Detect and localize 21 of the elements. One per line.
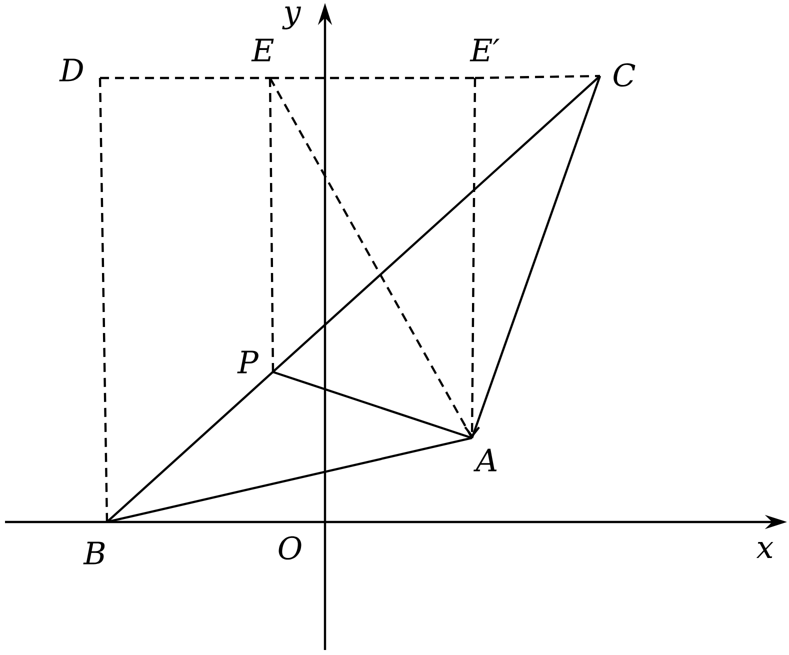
- point-label: D: [59, 58, 83, 82]
- dashed-arrow: [464, 78, 480, 438]
- line-segment: [106, 75, 601, 523]
- axis-label: O: [278, 536, 302, 560]
- dashed-line: [269, 77, 473, 439]
- line-segment: [470, 76, 602, 438]
- point-label: C: [614, 63, 636, 87]
- dashed-line: [268, 78, 274, 372]
- line-segment: [272, 370, 472, 440]
- dashed-line: [270, 76, 475, 80]
- dashed-line: [100, 76, 270, 80]
- axis-label: x: [756, 542, 774, 558]
- point-label: P: [237, 350, 258, 374]
- point-label: E′: [470, 38, 500, 62]
- point-label: A: [474, 448, 497, 472]
- dashed-line: [98, 78, 108, 522]
- dashed-line: [474, 74, 600, 80]
- line-segment: [106, 436, 472, 524]
- point-label: E: [251, 38, 274, 62]
- point-label: B: [83, 542, 105, 564]
- axis-label: y: [282, 6, 302, 30]
